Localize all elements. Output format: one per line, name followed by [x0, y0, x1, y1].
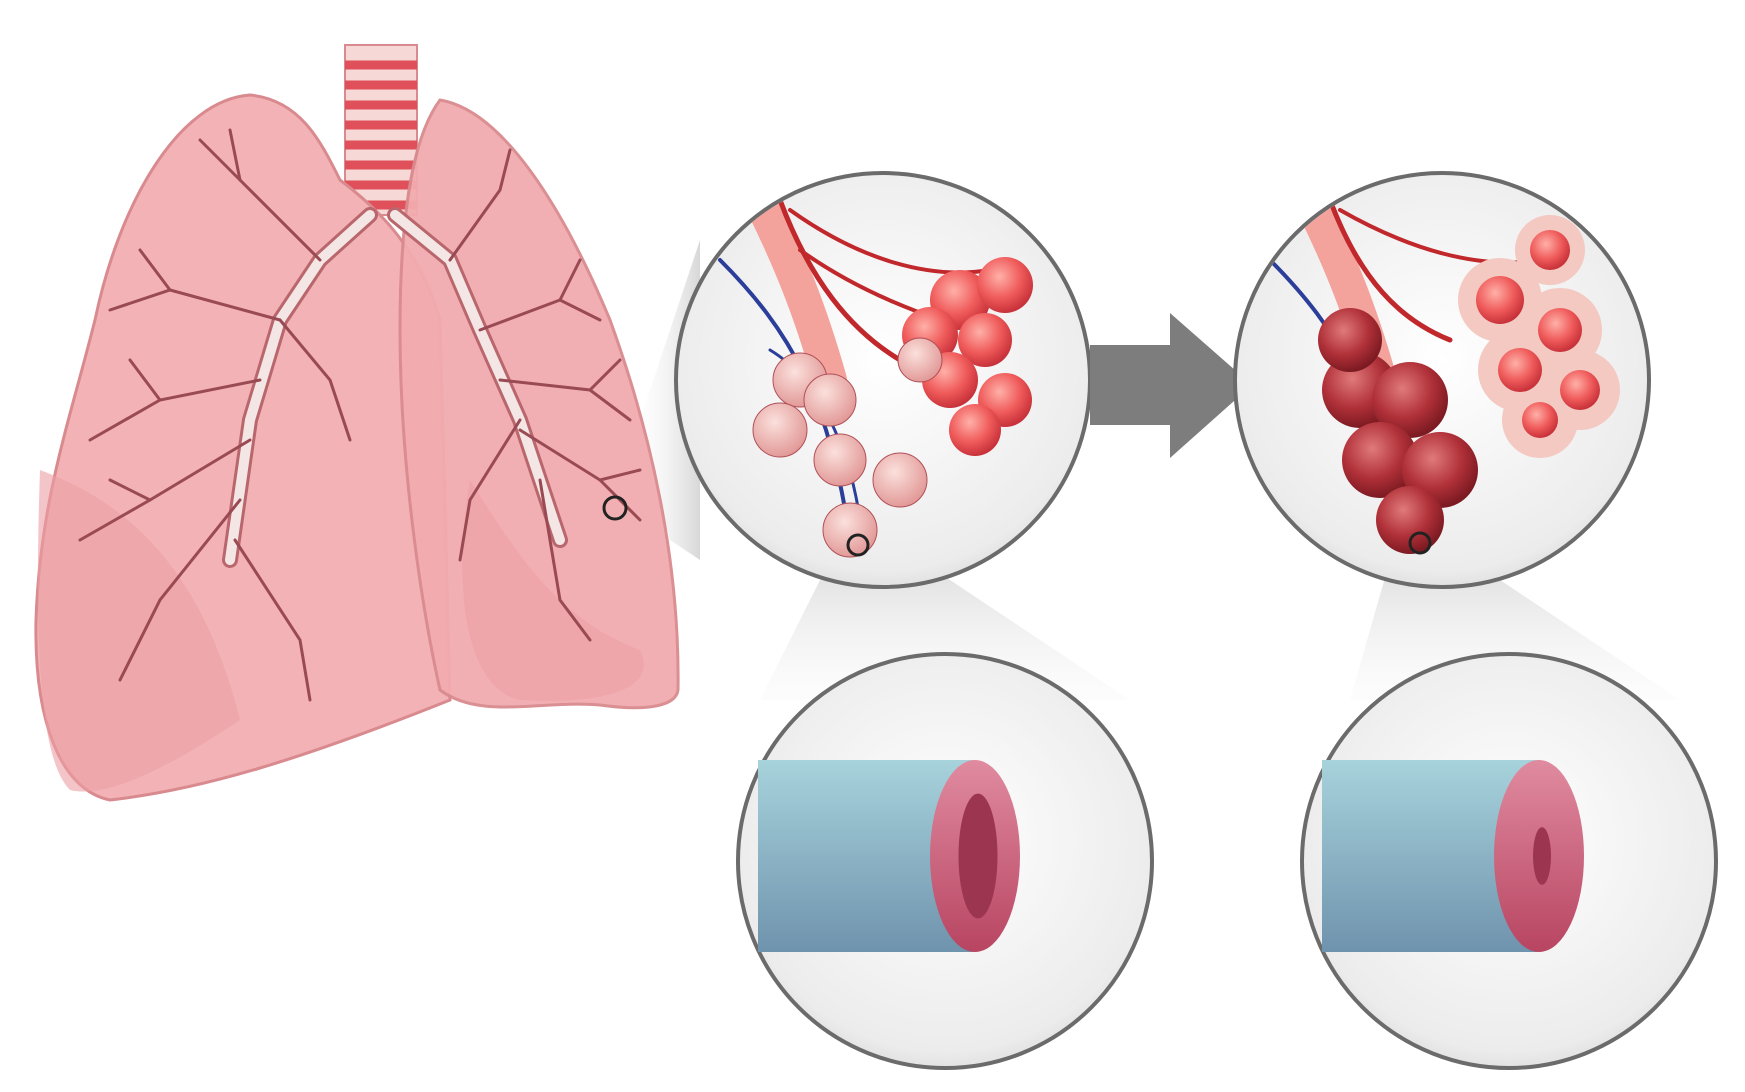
magnifier-narrowed-vessel — [1300, 652, 1718, 1070]
magnifier-diseased-alveoli — [1233, 171, 1651, 589]
lungs-illustration — [34, 44, 680, 802]
healthy-alveoli — [752, 257, 1033, 558]
zoom-cone-healthy — [760, 560, 1130, 700]
vessel-lumen — [958, 793, 998, 919]
alveolus-focus-marker — [846, 533, 870, 557]
magnifier-healthy-alveoli — [674, 171, 1092, 589]
arrow-right-icon — [1090, 313, 1252, 458]
magnifier-healthy-vessel — [736, 652, 1154, 1070]
vessel-lumen-narrowed — [1533, 827, 1551, 885]
lung-focus-marker — [602, 495, 628, 521]
alveolus-focus-marker-diseased — [1408, 531, 1432, 555]
bronchial-tree — [78, 128, 642, 702]
fibrotic-alveoli — [1318, 215, 1620, 554]
zoom-cone-diseased — [1350, 560, 1680, 700]
